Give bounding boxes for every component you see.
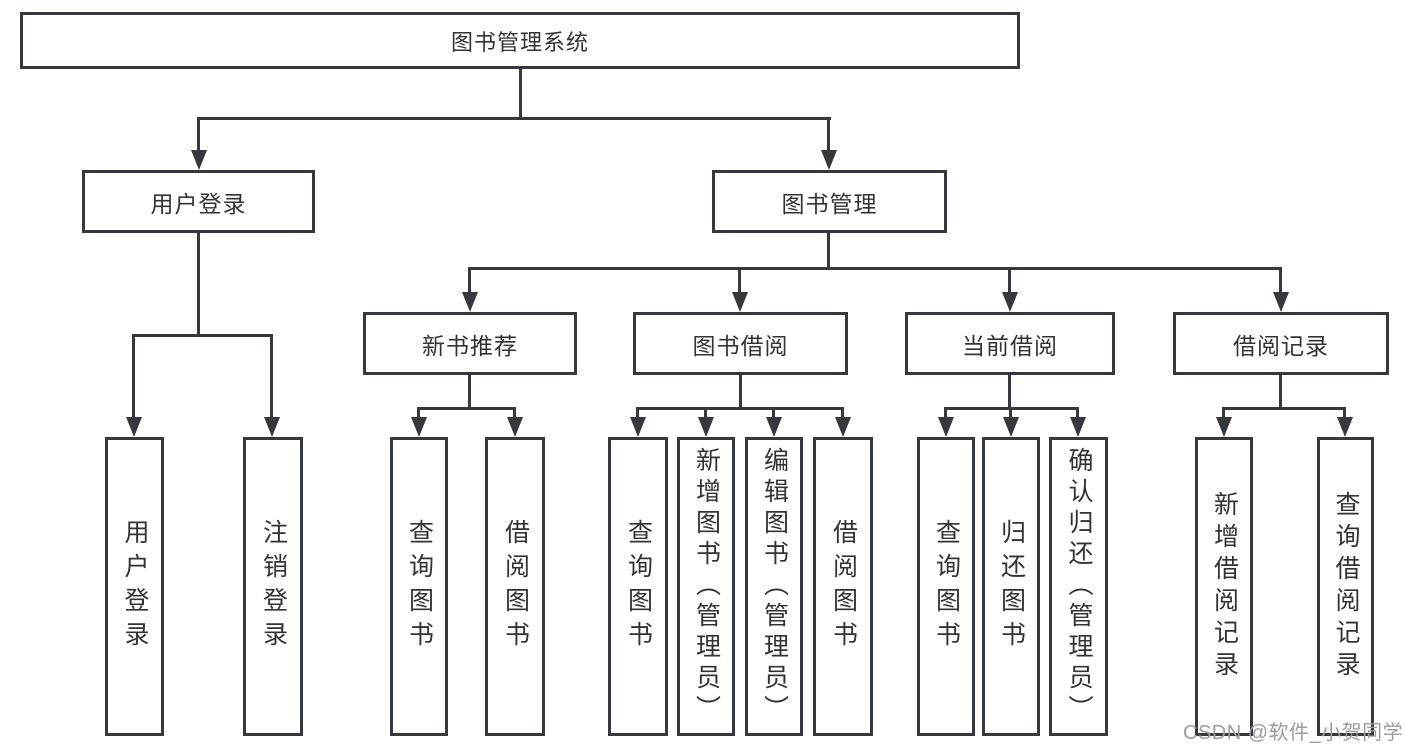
leaf-label: 编辑图书（管理员）	[760, 447, 789, 726]
connector-drop-group	[1008, 268, 1011, 294]
leaf-confirm-return-admin: 确认归还（管理员）	[1049, 437, 1108, 736]
connector-root-rail	[197, 117, 831, 120]
leaf-label: 新增图书（管理员）	[692, 447, 721, 726]
arrowhead-icon	[732, 292, 748, 312]
connector-group-trunk	[1279, 375, 1282, 410]
connector-drop-leaf	[944, 408, 947, 420]
arrowhead-icon	[1003, 417, 1019, 437]
connector-drop-leaf	[1343, 408, 1346, 420]
arrowhead-icon	[126, 417, 142, 437]
arrowhead-icon	[1002, 292, 1018, 312]
leaf-label: 查询图书	[932, 518, 961, 655]
node-borrow-records: 借阅记录	[1173, 312, 1389, 375]
connector-drop-leaf	[132, 335, 135, 419]
arrowhead-icon	[766, 417, 782, 437]
connector-drop-leaf	[772, 408, 775, 420]
arrowhead-icon	[411, 417, 427, 437]
leaf-label: 新增借阅记录	[1210, 490, 1239, 683]
leaf-query-books: 查询图书	[390, 437, 448, 736]
leaf-borrow-books: 借阅图书	[485, 437, 545, 736]
connector-drop-leaf	[704, 408, 707, 420]
leaf-label: 查询图书	[624, 518, 653, 655]
node-user-login: 用户登录	[82, 170, 315, 233]
arrowhead-icon	[462, 292, 478, 312]
connector-group-trunk	[1008, 375, 1011, 410]
connector-drop-leaf	[270, 335, 273, 419]
connector-drop-leaf	[1009, 408, 1012, 420]
connector-user-login-rail	[132, 334, 273, 337]
arrowhead-icon	[1337, 417, 1353, 437]
leaf-query-borrow-record: 查询借阅记录	[1317, 437, 1374, 736]
arrowhead-icon	[264, 417, 280, 437]
node-current-borrow: 当前借阅	[905, 312, 1115, 375]
connector-drop-leaf	[417, 408, 420, 420]
leaf-edit-books-admin: 编辑图书（管理员）	[745, 437, 803, 736]
arrowhead-icon	[1216, 417, 1232, 437]
arrowhead-icon	[938, 417, 954, 437]
leaf-query-books: 查询图书	[917, 437, 975, 736]
leaf-label: 借阅图书	[501, 518, 530, 655]
leaf-label: 查询图书	[405, 518, 434, 655]
connector-drop-user-login	[197, 118, 200, 152]
leaf-label: 注销登录	[259, 518, 288, 655]
connector-drop-leaf	[513, 408, 516, 420]
leaf-label: 借阅图书	[829, 518, 858, 655]
node-book-mgmt: 图书管理	[712, 170, 947, 233]
arrowhead-icon	[821, 150, 837, 170]
connector-drop-group	[738, 268, 741, 294]
connector-drop-leaf	[841, 408, 844, 420]
leaf-borrow-books: 借阅图书	[813, 437, 873, 736]
connector-user-login-trunk	[197, 233, 200, 337]
node-new-book-rec: 新书推荐	[363, 312, 577, 375]
arrowhead-icon	[835, 417, 851, 437]
arrowhead-icon	[1273, 292, 1289, 312]
connector-drop-book-mgmt	[827, 118, 830, 152]
leaf-label: 确认归还（管理员）	[1065, 447, 1093, 726]
leaf-label: 查询借阅记录	[1332, 490, 1360, 683]
connector-book-mgmt-trunk	[827, 233, 830, 270]
leaf-label: 用户登录	[121, 518, 149, 655]
connector-drop-group	[468, 268, 471, 294]
leaf-logout: 注销登录	[243, 437, 303, 736]
connector-drop-leaf	[1076, 408, 1079, 420]
leaf-return-books: 归还图书	[982, 437, 1040, 736]
connector-group-rail	[636, 407, 844, 410]
arrowhead-icon	[191, 150, 207, 170]
node-book-borrow: 图书借阅	[633, 312, 848, 375]
arrowhead-icon	[507, 417, 523, 437]
arrowhead-icon	[630, 417, 646, 437]
leaf-add-books-admin: 新增图书（管理员）	[677, 437, 735, 736]
connector-book-mgmt-rail	[468, 267, 1282, 270]
node-root: 图书管理系统	[20, 12, 1020, 69]
leaf-label: 归还图书	[997, 518, 1026, 655]
connector-drop-group	[1279, 268, 1282, 294]
connector-group-trunk	[468, 375, 471, 410]
leaf-user-login: 用户登录	[105, 437, 164, 736]
connector-group-rail	[1222, 407, 1346, 410]
connector-drop-leaf	[636, 408, 639, 420]
connector-drop-leaf	[1222, 408, 1225, 420]
connector-root-trunk	[519, 69, 522, 119]
leaf-add-borrow-record: 新增借阅记录	[1195, 437, 1253, 736]
arrowhead-icon	[698, 417, 714, 437]
csdn-watermark: CSDN @软件_小贺同学	[1183, 722, 1404, 744]
connector-group-rail	[417, 407, 516, 410]
connector-group-trunk	[739, 375, 742, 410]
leaf-query-books: 查询图书	[608, 437, 668, 736]
arrowhead-icon	[1070, 417, 1086, 437]
